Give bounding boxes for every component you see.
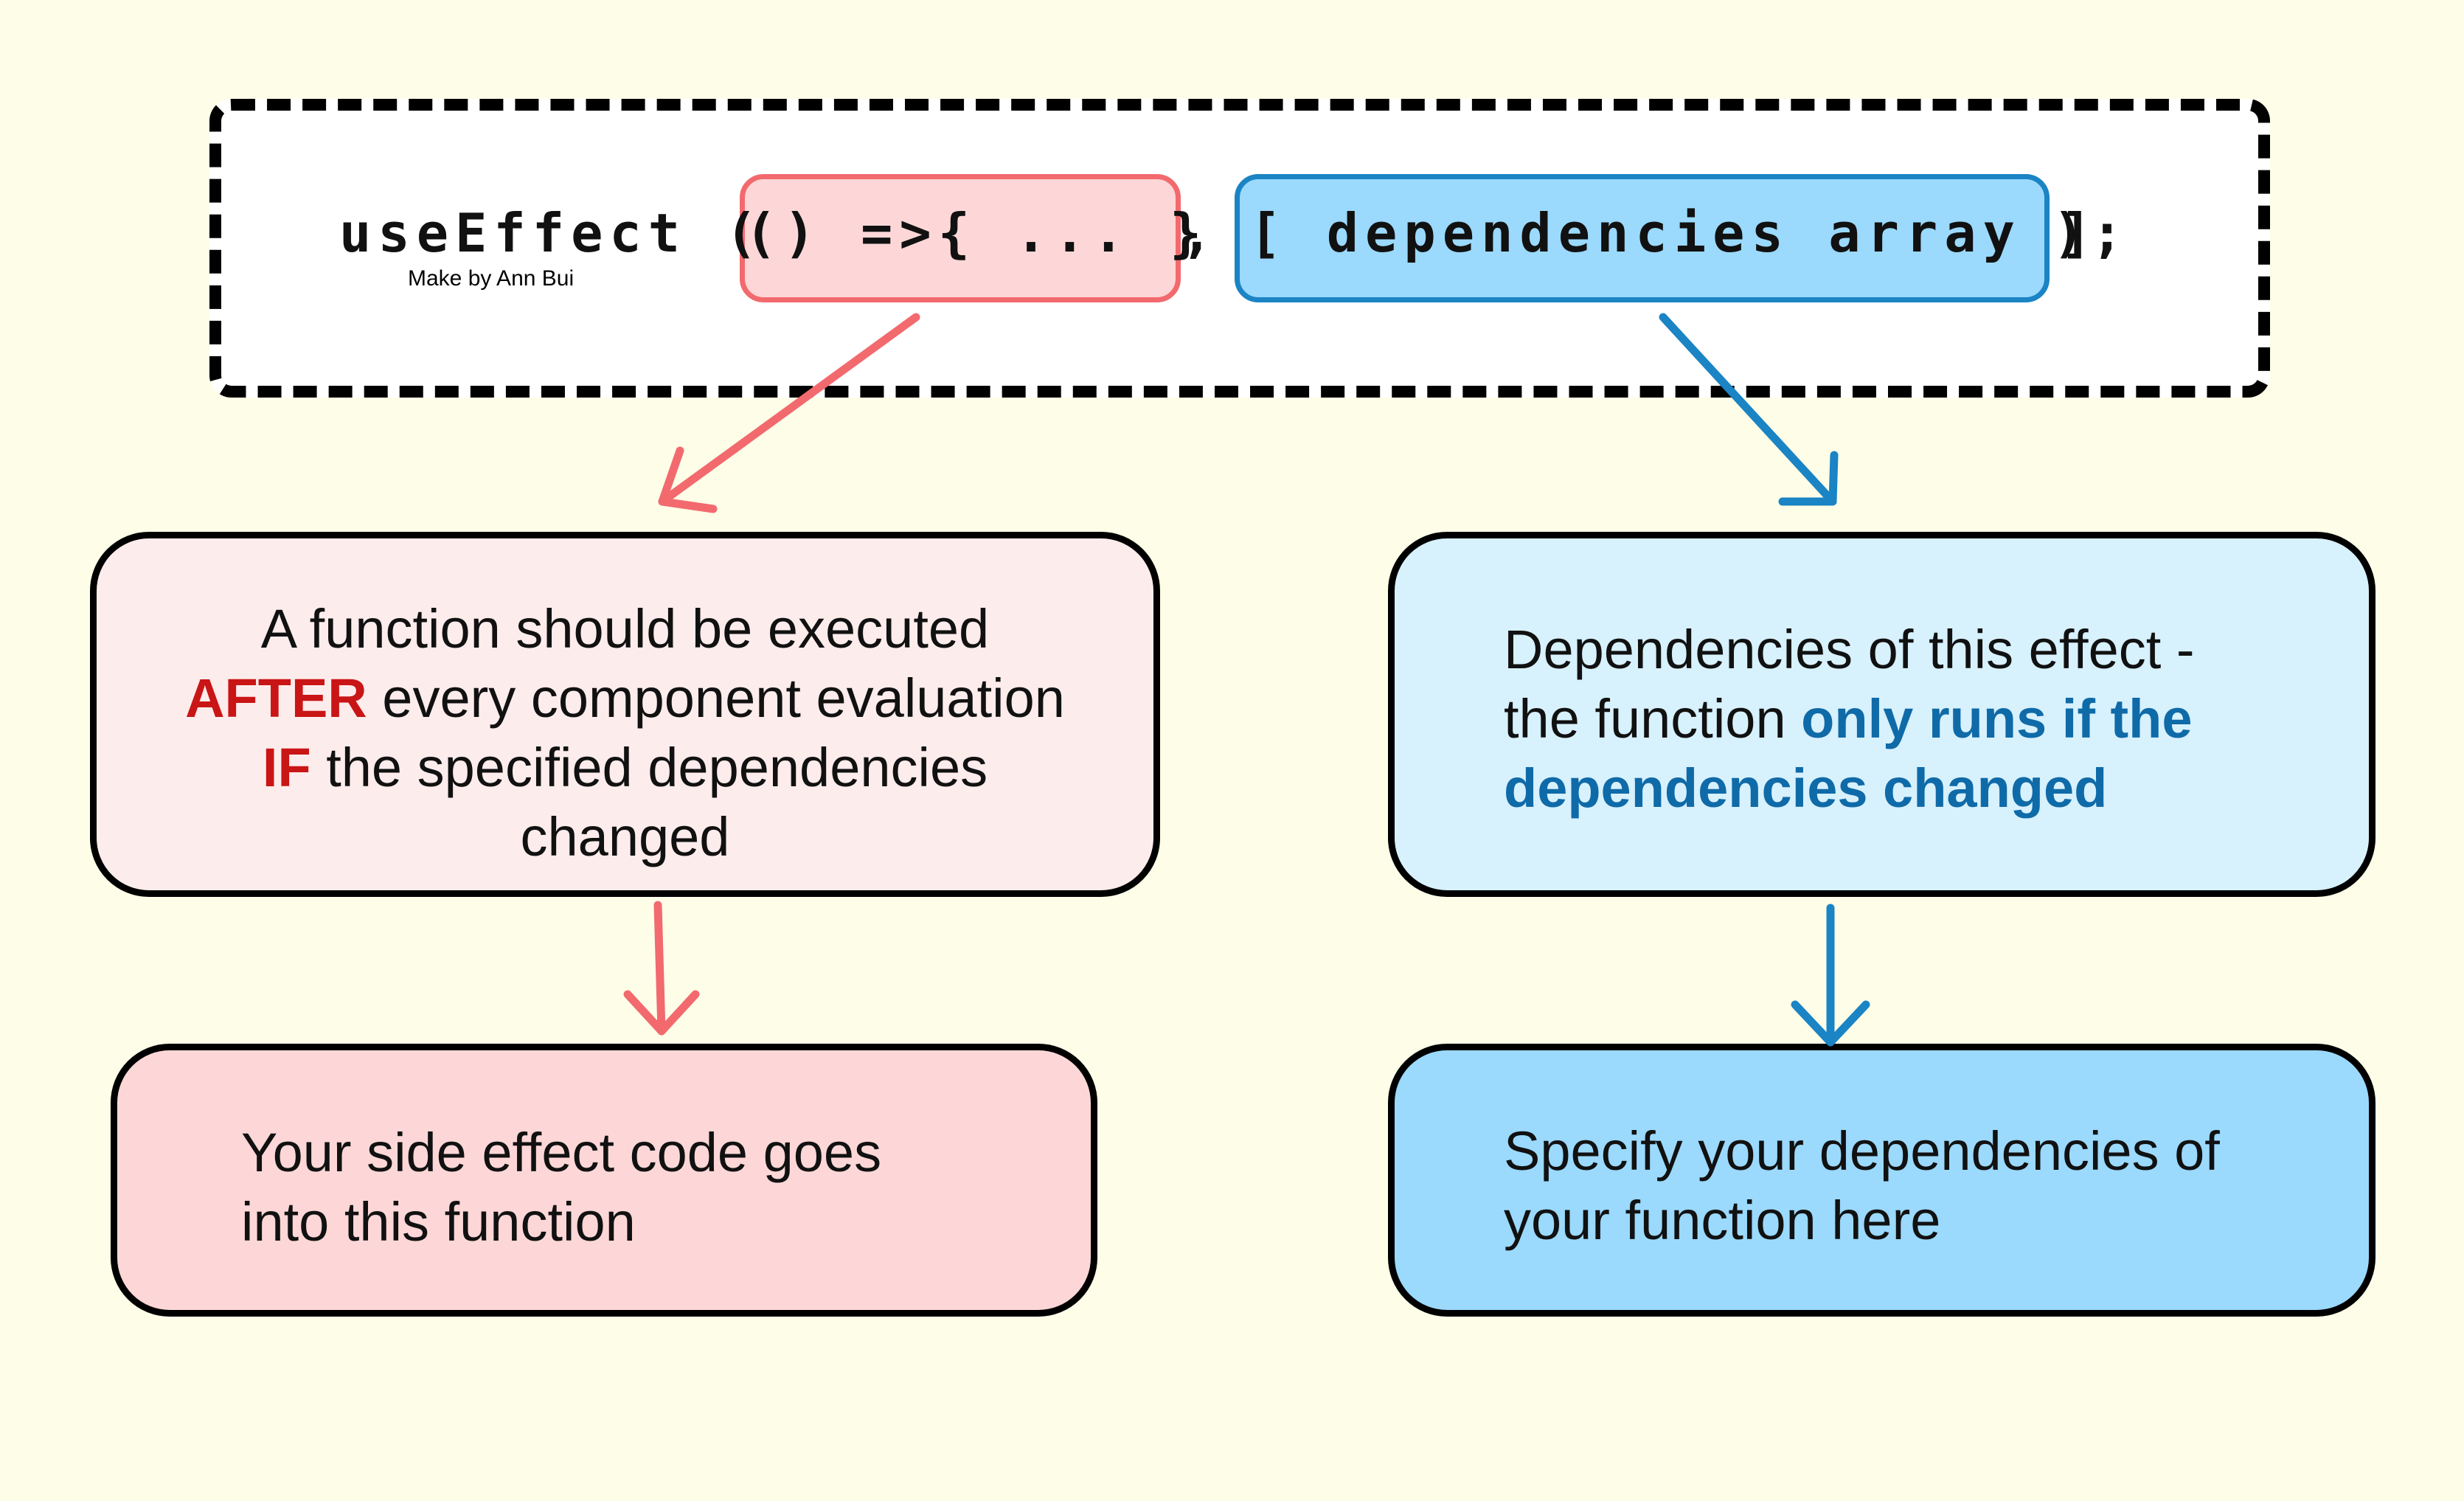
deps-desc-line-2: the function only runs if the xyxy=(1504,684,2369,754)
dependencies-highlight xyxy=(1235,174,2050,302)
deps-desc-line-2-plain: the function xyxy=(1504,688,1802,749)
callback-description-card: A function should be executed AFTER ever… xyxy=(90,532,1160,897)
code-callback: () =>{ ... } xyxy=(745,202,1209,264)
dependencies-description-card: Dependencies of this effect - the functi… xyxy=(1388,532,2375,897)
deps-usage-line-1: Specify your dependencies of xyxy=(1504,1120,2220,1182)
code-dependencies: [ dependencies array ] xyxy=(1249,202,2099,264)
if-emphasis: IF xyxy=(262,737,311,798)
code-prefix: useEffect ( xyxy=(339,202,764,264)
callback-desc-line-3-rest: the specified dependencies xyxy=(310,737,988,798)
callback-usage-card: Your side effect code goes into this fun… xyxy=(111,1044,1097,1317)
arrow-deps-description-to-usage xyxy=(1791,904,1870,1047)
callback-desc-line-2: AFTER every component evaluation xyxy=(97,664,1153,733)
callback-usage-line-1: Your side effect code goes xyxy=(241,1122,882,1183)
credit-text: Make by Ann Bui xyxy=(408,266,575,291)
deps-usage-line-2: your function here xyxy=(1504,1190,1941,1251)
only-runs-emphasis: only runs if the xyxy=(1801,688,2193,749)
dependencies-usage-card: Specify your dependencies of your functi… xyxy=(1388,1044,2375,1317)
code-suffix: ); xyxy=(2052,202,2130,264)
deps-desc-line-1: Dependencies of this effect - xyxy=(1504,619,2195,680)
callback-usage-line-2: into this function xyxy=(241,1191,636,1252)
deps-desc-line-3: dependencies changed xyxy=(1504,758,2108,819)
callback-desc-line-2-rest: every component evaluation xyxy=(367,668,1065,729)
code-separator: , xyxy=(1181,202,1220,264)
arrow-description-to-usage xyxy=(623,901,700,1036)
callback-desc-line-4: changed xyxy=(520,806,730,867)
callback-desc-line-1: A function should be executed xyxy=(260,598,990,659)
callback-desc-line-3: IF the specified dependencies xyxy=(97,733,1153,803)
callback-highlight xyxy=(740,174,1181,302)
after-emphasis: AFTER xyxy=(185,668,367,729)
